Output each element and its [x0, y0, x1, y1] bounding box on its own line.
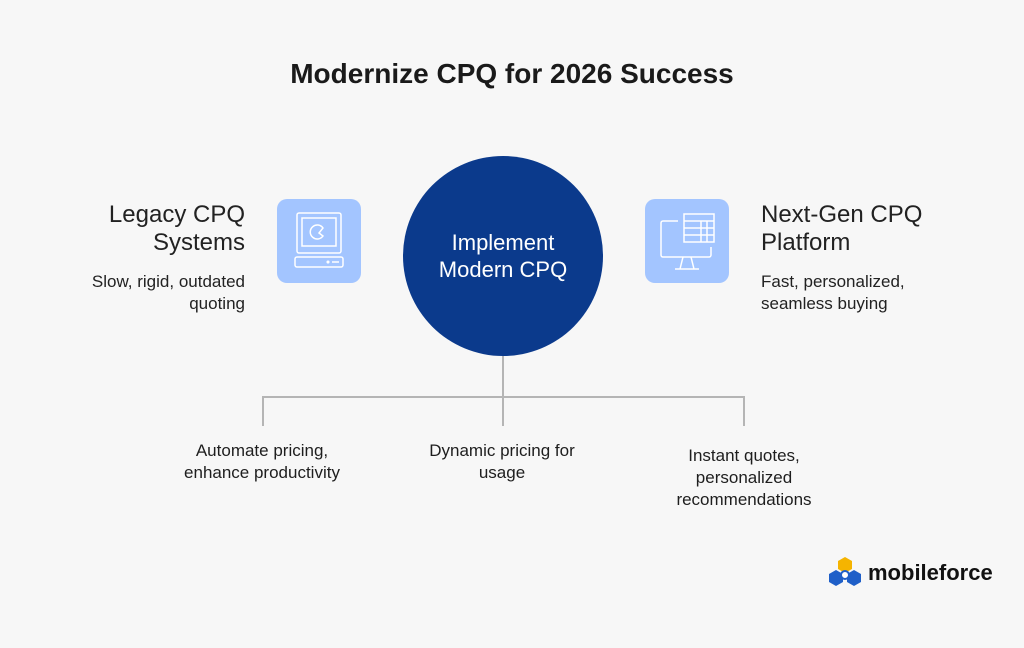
connector-right: [743, 396, 745, 426]
legacy-cpq-block: Legacy CPQ Systems Slow, rigid, outdated…: [40, 201, 245, 315]
legacy-heading-2: Systems: [152, 229, 245, 256]
connector-left: [262, 396, 264, 426]
nextgen-cpq-block: Next-Gen CPQ Platform Fast, personalized…: [761, 201, 981, 315]
legacy-computer-icon: [277, 199, 361, 283]
branch-text: usage: [478, 463, 526, 482]
center-line-2: Modern CPQ: [438, 257, 568, 282]
branch-instant: Instant quotes, personalized recommendatio…: [634, 445, 854, 511]
legacy-heading-1: Legacy CPQ: [108, 201, 245, 228]
legacy-desc-2: quoting: [189, 294, 245, 313]
legacy-desc-1: Slow, rigid, outdated: [91, 272, 245, 291]
connector-horizontal: [262, 396, 745, 398]
branch-text: personalized: [695, 468, 793, 487]
nextgen-heading-2: Platform: [761, 229, 851, 256]
mobileforce-logo: mobileforce: [826, 556, 993, 590]
branch-text: enhance productivity: [184, 463, 340, 482]
connector-trunk: [502, 356, 504, 426]
logo-text: mobileforce: [868, 560, 993, 585]
branch-automate: Automate pricing, enhance productivity: [152, 440, 372, 484]
branch-dynamic: Dynamic pricing for usage: [392, 440, 612, 484]
center-line-1: Implement: [451, 230, 555, 255]
mobileforce-logo-icon: [829, 557, 861, 586]
monitor-spreadsheet-icon: [645, 199, 729, 283]
page-title: Modernize CPQ for 2026 Success: [290, 58, 734, 89]
branch-text: Dynamic pricing for: [429, 441, 575, 460]
nextgen-desc-1: Fast, personalized,: [761, 272, 905, 291]
nextgen-desc-2: seamless buying: [761, 294, 888, 313]
branch-text: Automate pricing,: [195, 441, 329, 460]
branch-text: Instant quotes,: [688, 446, 800, 465]
nextgen-heading-1: Next-Gen CPQ: [761, 201, 923, 228]
branch-text: recommendations: [676, 490, 812, 509]
